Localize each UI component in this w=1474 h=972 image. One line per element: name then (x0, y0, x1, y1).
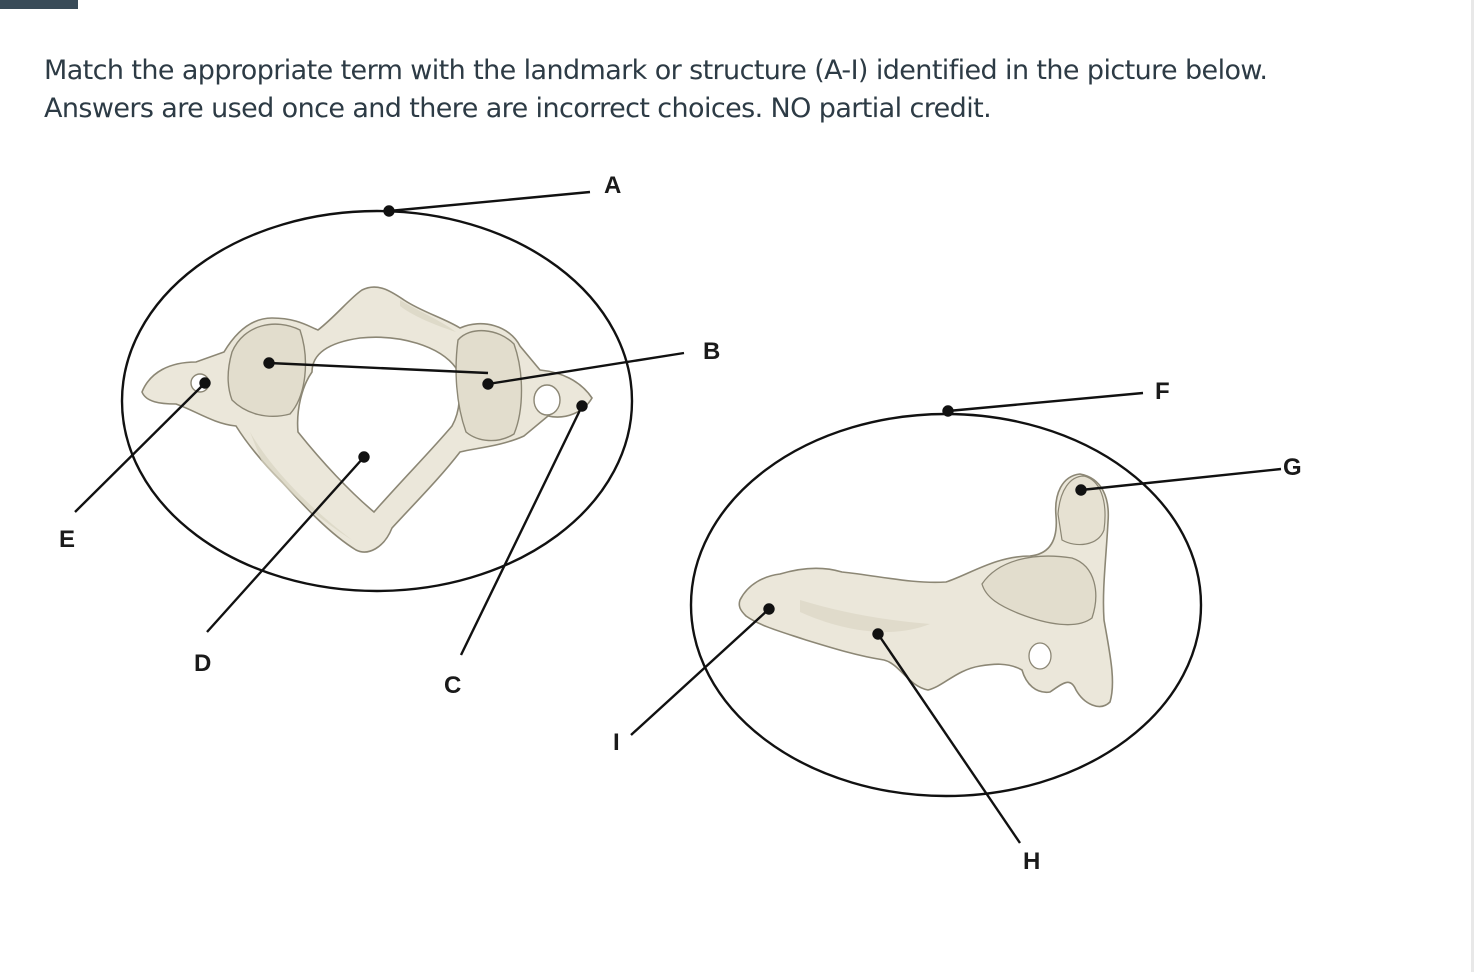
leader-dot-h (872, 628, 884, 640)
leader-dot-e (199, 377, 211, 389)
label-b: B (703, 338, 720, 365)
leader-dot-i (763, 603, 775, 615)
leader-dot-g (1075, 484, 1087, 496)
question-line-2: Answers are used once and there are inco… (44, 93, 992, 124)
axis-shading (800, 600, 930, 633)
right-transverse-foramen (533, 384, 561, 416)
label-i: I (613, 729, 620, 756)
axis-bone (738, 473, 1114, 708)
axis-vertebra-illustration (738, 473, 1114, 708)
atlas-bone (141, 286, 593, 553)
label-a: A (604, 172, 621, 199)
left-superior-articular-facet (227, 323, 307, 417)
leader-dot-a (383, 205, 395, 217)
atlas-vertebra-illustration (141, 286, 593, 553)
atlas-outline-circle (120, 209, 634, 593)
leader-dot-d (358, 451, 370, 463)
atlas-shading-2 (400, 300, 456, 332)
label-e: E (59, 526, 75, 553)
axis-transverse-foramen (1028, 642, 1052, 670)
label-g: G (1283, 454, 1302, 481)
question-line-1: Match the appropriate term with the land… (44, 55, 1268, 86)
label-d: D (194, 650, 211, 677)
leader-line-g (1080, 467, 1282, 492)
leader-line-i (630, 608, 770, 736)
leader-line-d (206, 456, 365, 633)
label-h: H (1023, 848, 1040, 875)
axis-superior-articular-surface (981, 555, 1097, 626)
leader-dot-c (576, 400, 588, 412)
label-f: F (1155, 378, 1170, 405)
leader-dot-b-2 (482, 378, 494, 390)
leader-line-f (947, 391, 1144, 413)
leader-line-b-1 (268, 361, 489, 375)
leader-dot-f (942, 405, 954, 417)
leader-dot-b-1 (263, 357, 275, 369)
leader-lines (74, 190, 1282, 844)
leader-line-c (459, 405, 584, 656)
question-prompt: Match the appropriate term with the land… (44, 52, 1424, 128)
leader-line-b-2 (487, 351, 685, 386)
top-tab-indicator (0, 0, 78, 9)
leader-line-e (74, 382, 206, 513)
scrollbar-track[interactable] (1471, 0, 1474, 972)
leader-line-h (877, 633, 1021, 844)
label-c: C (444, 672, 461, 699)
leader-line-a (388, 190, 591, 213)
axis-dens (1057, 475, 1106, 546)
